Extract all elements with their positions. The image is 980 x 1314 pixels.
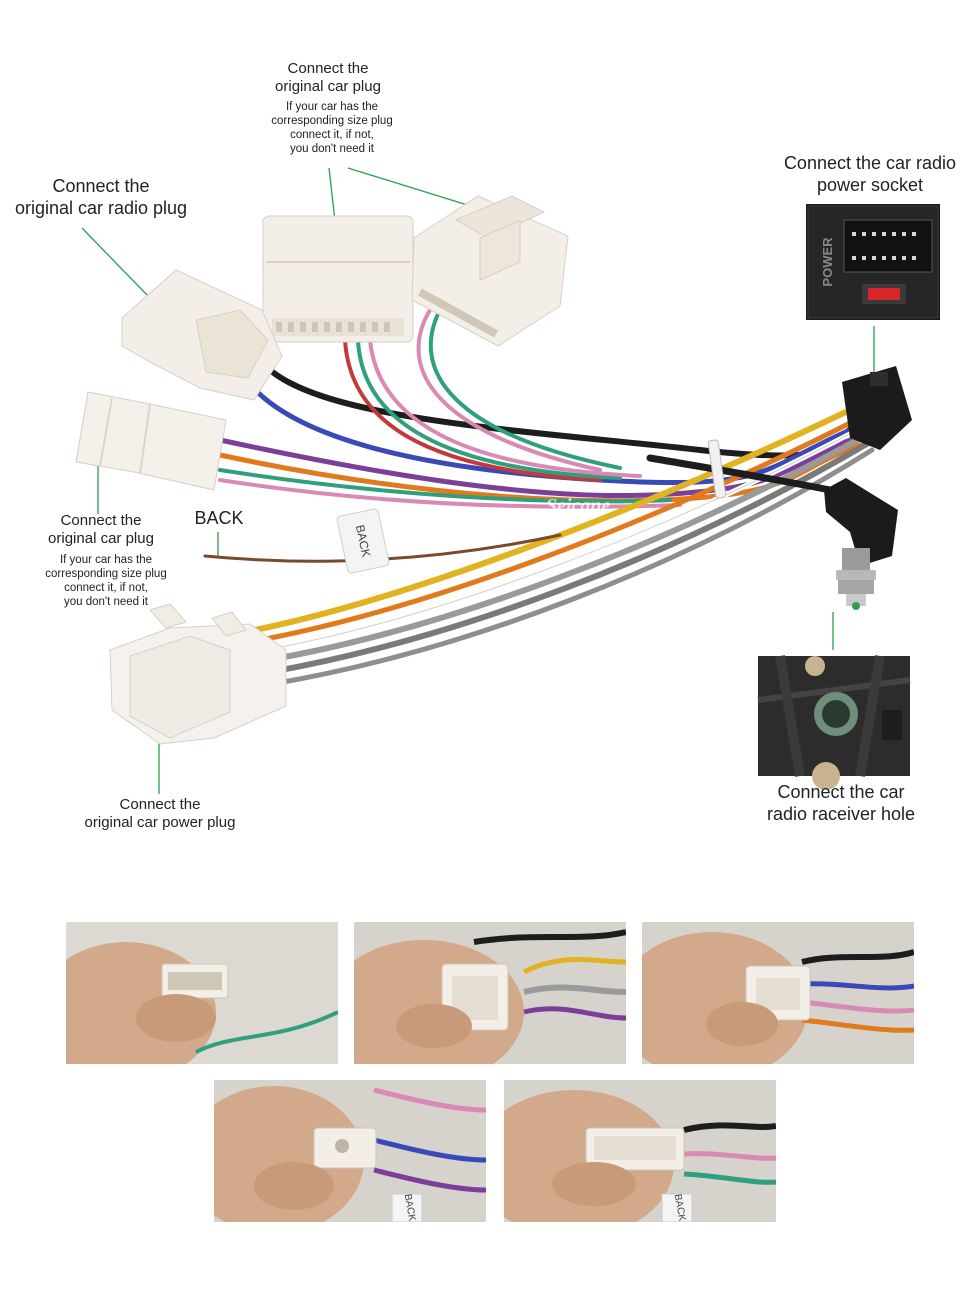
radio-plug-label: Connect the original car radio plug <box>14 176 188 218</box>
photo-connector-5: BACK <box>504 1080 776 1222</box>
antenna-hole-photo <box>757 655 911 790</box>
back-wire-label: BACK <box>194 508 244 528</box>
left-plug-title: Connect the original car plug <box>48 512 154 547</box>
photo-connector-2 <box>354 922 626 1064</box>
photo-back-tag-1: BACK <box>402 1193 418 1222</box>
photo-connector-1 <box>66 922 338 1064</box>
power-socket-label: Connect the car radio power socket <box>783 153 957 195</box>
antenna-plug <box>824 478 898 610</box>
watermark: Seicane <box>546 495 611 517</box>
power-socket-photo: POWER <box>806 204 940 320</box>
photo-connector-3 <box>642 922 914 1064</box>
top-middle-connector <box>262 215 414 343</box>
back-tag: BACK <box>336 508 390 574</box>
photo-connector-4: BACK <box>214 1080 486 1222</box>
top-plug-note: If your car has the corresponding size p… <box>271 101 393 156</box>
power-plug-label: Connect the original car power plug <box>84 796 236 831</box>
power-socket-connector <box>842 366 912 450</box>
power-panel-text: POWER <box>820 237 835 287</box>
left-small-connector <box>75 391 227 491</box>
back-tag-label: BACK <box>353 524 373 559</box>
power-plug-connector <box>109 603 287 745</box>
radio-plug-connector <box>121 269 283 401</box>
cable-tie <box>707 439 727 499</box>
left-plug-note: If your car has the corresponding size p… <box>45 554 167 609</box>
antenna-hole-label: Connect the car radio raceiver hole <box>766 782 916 824</box>
photo-back-tag-2: BACK <box>672 1193 688 1222</box>
wire-bundle <box>203 308 875 687</box>
top-plug-title: Connect the original car plug <box>275 60 381 95</box>
top-right-connector <box>411 195 569 347</box>
wiring-harness-diagram: BACK Seicane <box>75 167 940 794</box>
